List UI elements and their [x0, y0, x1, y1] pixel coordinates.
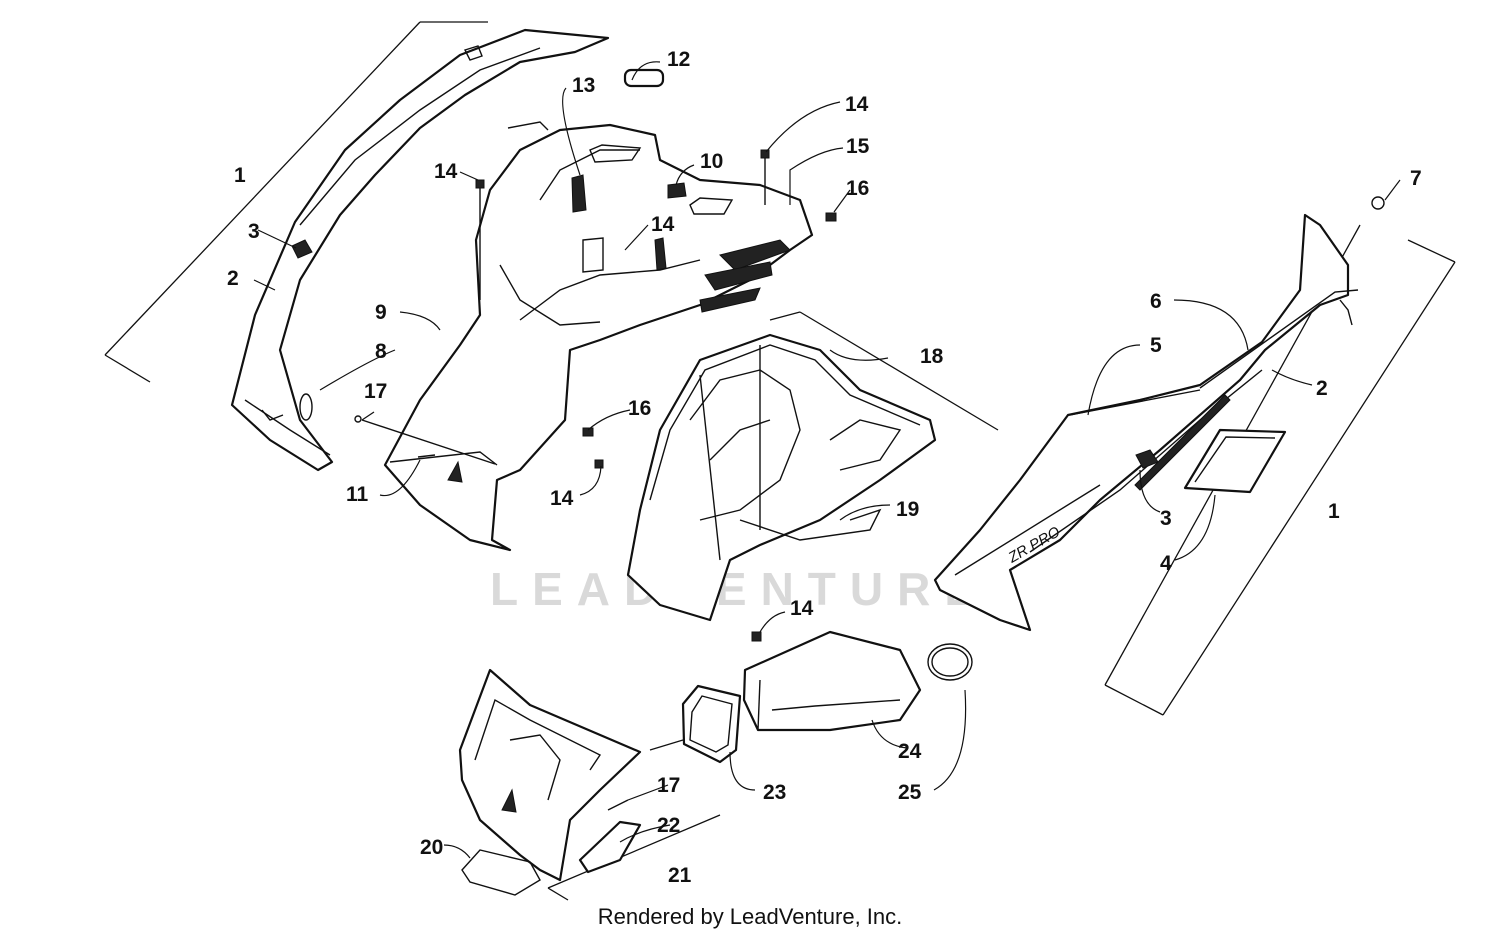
callout-16-b: 16 [628, 397, 651, 420]
leader-lines [253, 61, 1401, 859]
hood-fasteners [354, 68, 837, 469]
lower-nose [458, 668, 721, 901]
callout-14-a: 14 [434, 160, 458, 183]
air-box [626, 311, 999, 642]
callout-17-a: 17 [364, 380, 387, 403]
callout-4: 4 [1160, 552, 1172, 575]
callout-19: 19 [896, 498, 919, 521]
callout-25: 25 [898, 781, 922, 804]
callout-1-right: 1 [1328, 500, 1340, 523]
callout-10: 10 [700, 150, 723, 173]
callout-3-right: 3 [1160, 507, 1172, 530]
callout-15: 15 [846, 135, 870, 158]
watermark: LEADVENTURE [490, 563, 989, 615]
callout-14-e: 14 [790, 597, 814, 620]
callout-3-left: 3 [248, 220, 260, 243]
callout-1-left: 1 [234, 164, 246, 187]
callout-13: 13 [572, 74, 595, 97]
callout-24: 24 [898, 740, 922, 763]
air-duct [649, 630, 973, 764]
callout-14-b: 14 [651, 213, 675, 236]
callout-14-c: 14 [845, 93, 869, 116]
callout-8: 8 [375, 340, 387, 363]
callout-22: 22 [657, 814, 680, 837]
callout-2-right: 2 [1316, 377, 1328, 400]
hood-assembly [361, 123, 814, 552]
callout-21: 21 [668, 864, 692, 887]
left-side-panel [104, 21, 610, 472]
callout-2-left: 2 [227, 267, 239, 290]
callout-18: 18 [920, 345, 944, 368]
callout-6: 6 [1150, 290, 1162, 313]
callout-labels: 1 3 2 9 8 17 11 13 12 14 10 14 14 15 16 … [227, 48, 1422, 887]
callout-12: 12 [667, 48, 690, 71]
footer-credit: Rendered by LeadVenture, Inc. [597, 904, 903, 929]
callout-11: 11 [346, 483, 369, 506]
callout-14-d: 14 [550, 487, 574, 510]
callout-7: 7 [1410, 167, 1422, 190]
callout-20: 20 [420, 836, 443, 859]
grommet-8 [299, 393, 313, 421]
callout-5: 5 [1150, 334, 1162, 357]
callout-9: 9 [375, 301, 387, 324]
callout-23: 23 [763, 781, 786, 804]
callout-17-b: 17 [657, 774, 680, 797]
right-side-panel: ZR PRO [933, 196, 1456, 716]
callout-16-a: 16 [846, 177, 869, 200]
